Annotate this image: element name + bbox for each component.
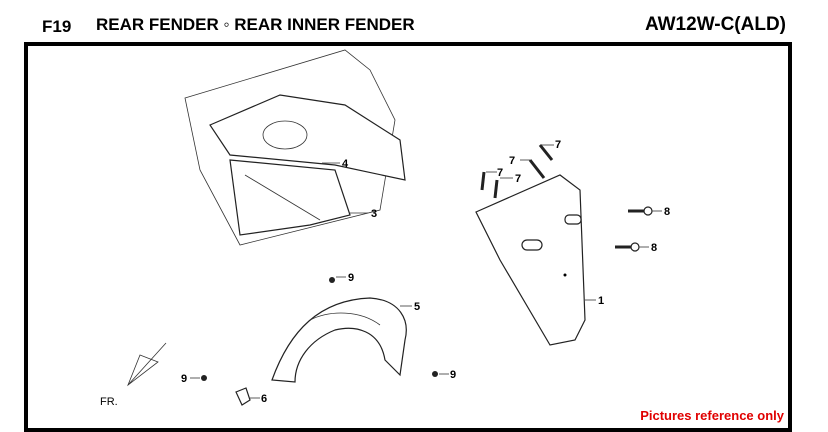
part-4-inner-tray — [209, 94, 406, 181]
callout-1: 1 — [598, 295, 604, 307]
part-1-rear-fender — [475, 174, 586, 346]
callout-4: 4 — [342, 158, 349, 170]
part-3-inner-fender-plate — [229, 159, 351, 236]
fastener-icon — [432, 371, 438, 377]
callout-7: 7 — [497, 167, 503, 179]
fastener-icon — [329, 277, 335, 283]
callout-8: 8 — [651, 242, 657, 254]
bolt-icons — [615, 206, 653, 252]
callout-9: 9 — [450, 369, 456, 381]
callout-7: 7 — [509, 155, 515, 167]
callout-9: 9 — [348, 272, 354, 284]
screw-icons — [480, 144, 554, 199]
callout-8: 8 — [664, 206, 670, 218]
direction-label: FR. — [100, 396, 118, 408]
fastener-icon — [201, 375, 207, 381]
callout-5: 5 — [414, 301, 420, 313]
callout-3: 3 — [371, 208, 377, 220]
callout-7: 7 — [515, 173, 521, 185]
model-code: AW12W-C(ALD) — [644, 14, 786, 35]
section-code: F19 — [42, 17, 72, 36]
section-title: REAR FENDER ◦ REAR INNER FENDER — [96, 15, 415, 34]
callout-9: 9 — [181, 373, 187, 385]
part-5-rear-inner-fender — [271, 297, 407, 383]
callout-7: 7 — [555, 139, 561, 151]
front-direction-arrow-icon — [127, 342, 167, 387]
part-6-clip — [235, 387, 251, 406]
callout-6: 6 — [261, 393, 267, 405]
reference-note: Pictures reference only — [640, 408, 784, 423]
